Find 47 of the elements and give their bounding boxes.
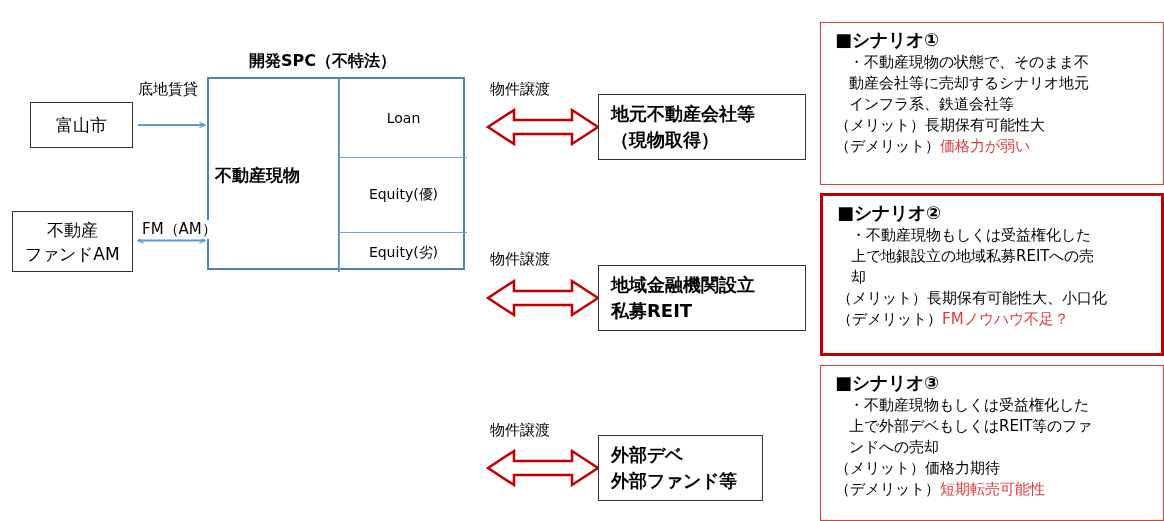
double-arrow [485,448,601,488]
scenario-panel [820,193,1164,356]
box-label: 外部ファンド等 [611,469,738,493]
scenario-panel [820,365,1164,521]
arrow [137,121,206,129]
scenario-panel [820,22,1164,185]
merit-text: （メリット）価格力期待 [835,459,1000,477]
scenario-heading: ■シナリオ② [837,201,942,225]
finance-label: Equity(優) [368,186,439,204]
scenario-heading: ■シナリオ③ [835,371,940,395]
box-label: 不動産 [46,218,99,242]
box-label: （現物取得） [611,128,720,152]
box-label: 地域金融機関設立私募REIT [611,273,756,323]
arrow [137,237,206,244]
box-label: 富山市 [56,114,107,137]
demerit-label: （デメリット） [837,310,942,328]
party-box [598,94,806,160]
demerit-text: 価格力が弱い [940,137,1030,155]
edge-label: 底地賃貸 [136,80,200,99]
party-box [598,435,763,501]
entity-box [30,102,133,148]
finance-label: Loan [386,110,421,126]
demerit-text: 短期転売可能性 [940,480,1045,498]
demerit-text: FMノウハウ不足？ [942,310,1069,328]
edge-label: 物件譲渡 [488,80,552,99]
double-arrow [485,278,601,318]
scenario-description: ・不動産現物の状態で、そのまま不動産会社等に売却するシナリオ地元インフラ系、鉄道会社等 [849,52,1090,115]
table-cell [339,232,467,272]
demerit-label: （デメリット） [835,480,940,498]
merit-text: （メリット）長期保有可能性大 [835,116,1045,134]
box-label: 地元不動産会社等 [611,102,756,126]
demerit-label: （デメリット） [835,137,940,155]
double-arrow [485,107,601,147]
edge-label: 物件譲渡 [488,421,552,440]
scenario-description: ・不動産現物もしくは受益権化した上で外部デベもしくはREIT等のファンドへの売却 [849,395,1093,458]
table-cell [339,157,467,232]
edge-label: 物件譲渡 [488,250,552,269]
finance-label: Equity(劣) [368,243,439,262]
scenario-heading: ■シナリオ① [835,28,940,52]
scenario-description: ・不動産現物もしくは受益権化した上で地銀設立の地域私募REITへの売却 [851,225,1095,288]
merit-text: （メリット）長期保有可能性大、小口化 [837,289,1107,307]
asset-label: 不動産現物 [215,164,300,187]
box-label: ファンドAM [24,242,121,266]
party-box [598,265,806,331]
spc-heading: 開発SPC（不特法） [249,51,396,72]
box-label: 外部デベ [611,443,684,467]
entity-box [12,211,133,272]
